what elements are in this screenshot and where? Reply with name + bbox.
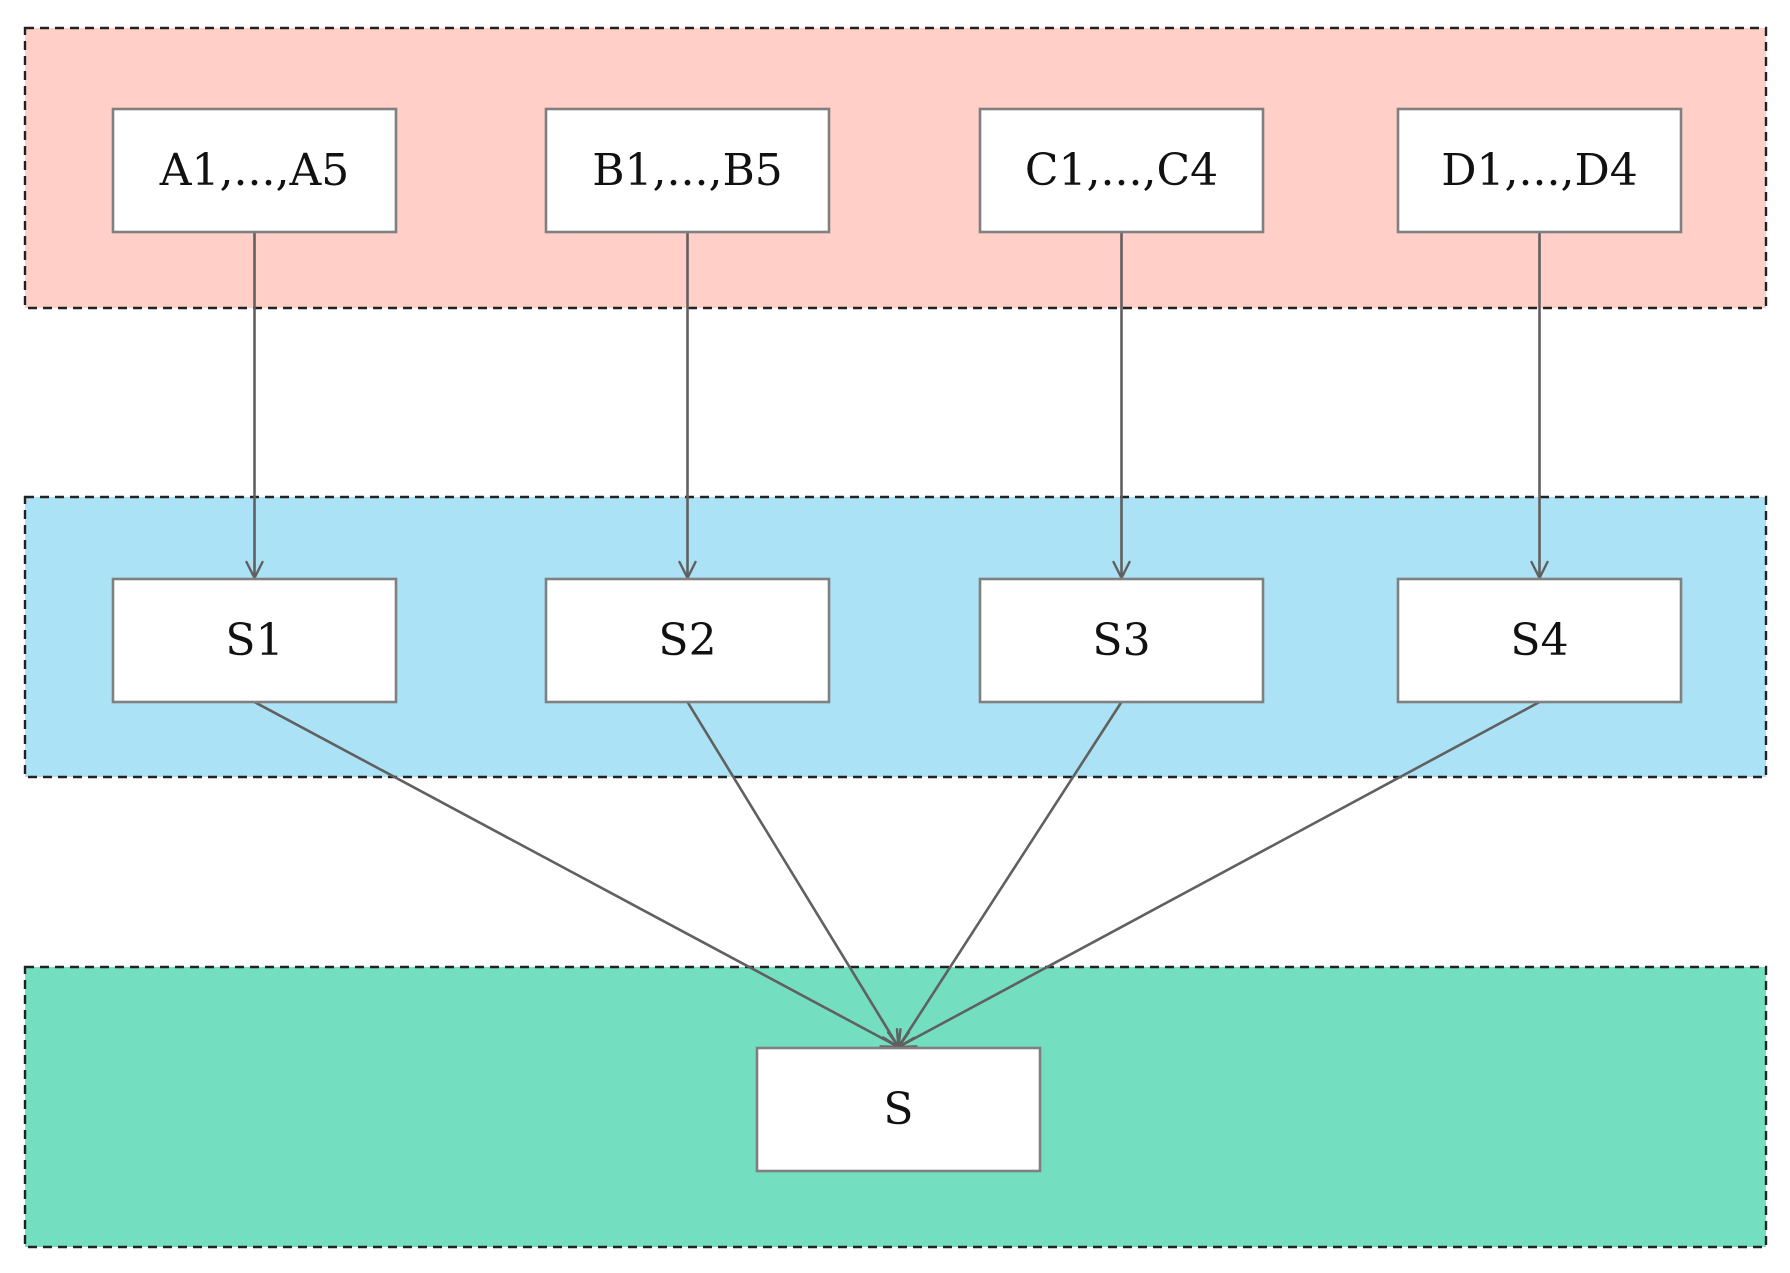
node-a-label: A1,...,A5 <box>159 145 349 196</box>
node-a: A1,...,A5 <box>111 107 398 234</box>
node-s2-label: S2 <box>658 615 716 666</box>
node-s1: S1 <box>111 577 398 704</box>
node-s3-label: S3 <box>1092 615 1150 666</box>
edges-group <box>245 232 1549 1049</box>
node-c: C1,...,C4 <box>978 107 1265 234</box>
node-s3-box <box>978 577 1265 704</box>
edge-s2-to-s <box>686 701 900 1049</box>
node-s-box <box>755 1046 1042 1173</box>
node-s4-label: S4 <box>1510 615 1568 666</box>
node-d-label: D1,...,D4 <box>1441 145 1637 196</box>
node-s1-box <box>111 577 398 704</box>
node-s-label: S <box>883 1084 913 1135</box>
node-s4-box <box>1396 577 1683 704</box>
node-b-label: B1,...,B5 <box>592 145 783 196</box>
node-s2-box <box>544 577 831 704</box>
node-b-box <box>544 107 831 234</box>
node-s3: S3 <box>978 577 1265 704</box>
edge-s1-to-s <box>253 700 900 1049</box>
node-s2: S2 <box>544 577 831 704</box>
node-d-box <box>1396 107 1683 234</box>
node-s: S <box>755 1046 1042 1173</box>
node-s1-label: S1 <box>225 615 283 666</box>
node-d: D1,...,D4 <box>1396 107 1683 234</box>
node-a-box <box>111 107 398 234</box>
node-c-box <box>978 107 1265 234</box>
edge-s4-to-s <box>897 700 1541 1049</box>
edge-s3-to-s <box>897 701 1123 1049</box>
node-c-label: C1,...,C4 <box>1025 145 1218 196</box>
node-b: B1,...,B5 <box>544 107 831 234</box>
node-s4: S4 <box>1396 577 1683 704</box>
